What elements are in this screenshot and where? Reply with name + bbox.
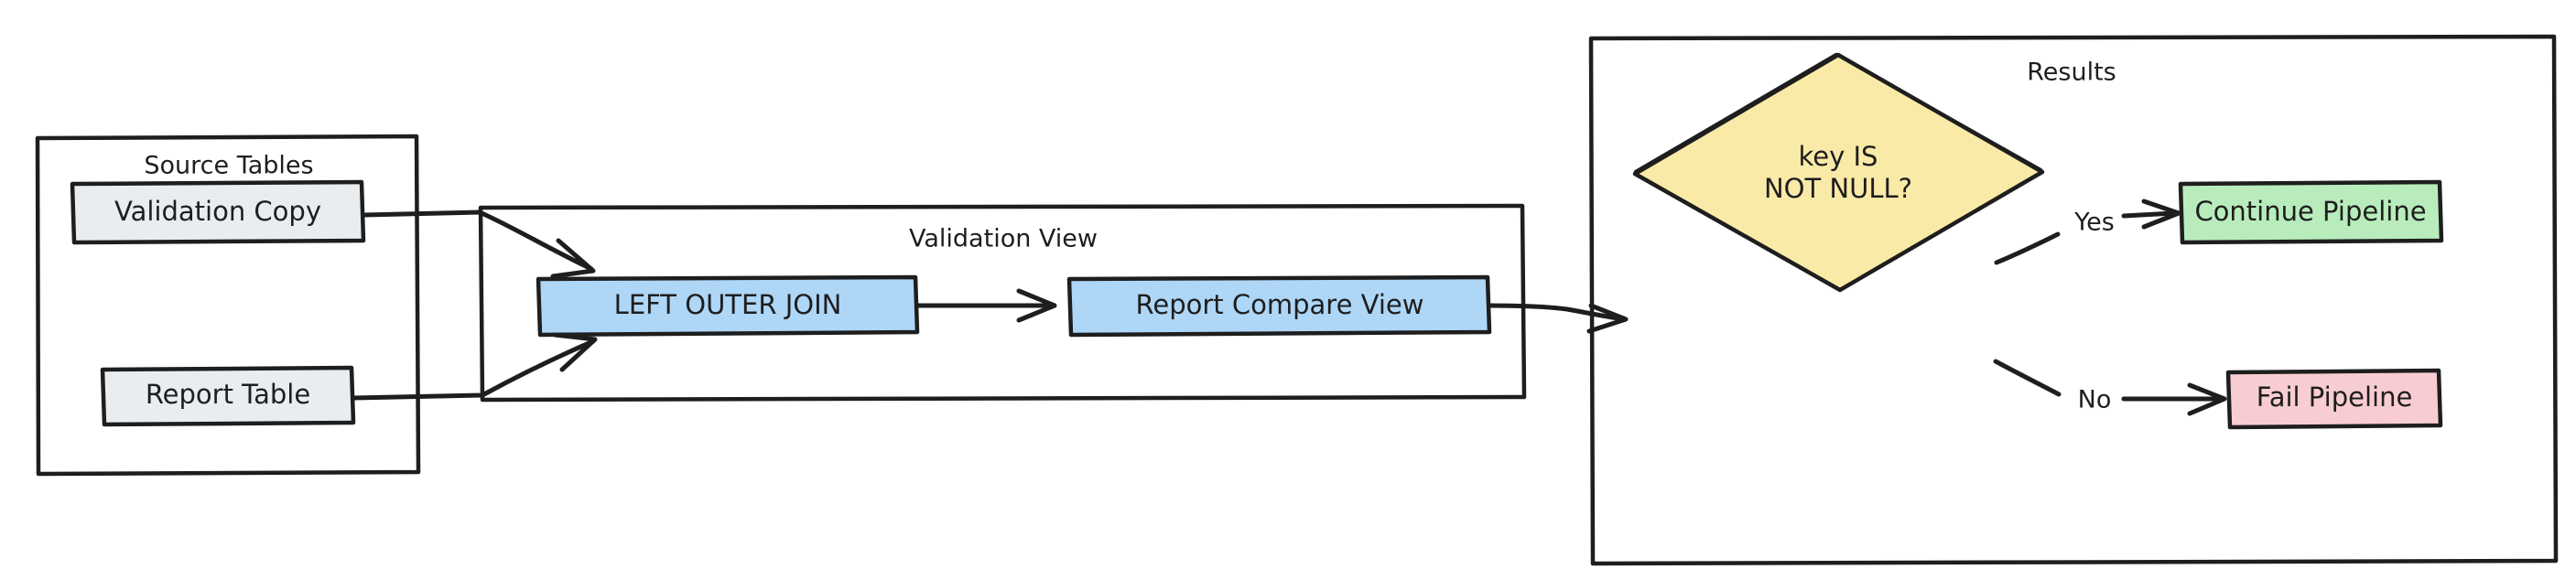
- edge-report-table-join-arrow: [552, 332, 598, 372]
- edge-compare-decision-line: [1487, 303, 1621, 321]
- edge-decision-yes-label: Yes: [2073, 209, 2115, 237]
- edge-validation-copy-join-arrow: [550, 238, 596, 279]
- edge-decision-yes-line2: [2121, 210, 2177, 219]
- node-fail-pipeline[interactable]: Fail Pipeline: [2225, 368, 2443, 430]
- edge-decision-yes: Yes: [1994, 199, 2181, 265]
- edge-decision-no-line: [1993, 359, 2062, 397]
- edge-report-table-join-line: [351, 338, 596, 401]
- fail-pipeline-label: Fail Pipeline: [2257, 381, 2413, 413]
- edge-compare-decision: [1487, 303, 1629, 334]
- node-continue-pipeline[interactable]: Continue Pipeline: [2178, 179, 2444, 245]
- edge-decision-no-arrow: [2187, 382, 2227, 416]
- validation-copy-label: Validation Copy: [114, 196, 321, 227]
- edge-join-compare: [915, 288, 1057, 323]
- report-table-label: Report Table: [146, 379, 310, 410]
- edge-decision-no-label: No: [2078, 386, 2112, 414]
- key-is-not-null-label-line1: key IS: [1799, 141, 1878, 172]
- group-validation-view: Validation View LEFT OUTER JOIN Report C…: [478, 203, 1527, 403]
- edge-compare-decision-arrow: [1586, 303, 1629, 334]
- left-outer-join-shape: [536, 274, 920, 338]
- validation-view-title: Validation View: [909, 225, 1098, 253]
- continue-pipeline-shape: [2178, 179, 2444, 245]
- edge-validation-copy-join: [361, 209, 596, 279]
- continue-pipeline-label: Continue Pipeline: [2194, 196, 2426, 227]
- edge-decision-yes-line: [1994, 231, 2061, 265]
- report-table-shape: [100, 365, 356, 427]
- edge-report-table-join: [351, 332, 598, 401]
- node-report-table[interactable]: Report Table: [100, 365, 356, 427]
- edge-decision-no: No: [1993, 359, 2227, 416]
- results-title: Results: [2027, 59, 2116, 87]
- source-tables-title: Source Tables: [144, 152, 313, 180]
- validation-copy-shape: [70, 179, 366, 245]
- validation-view-container: [478, 203, 1527, 403]
- edge-decision-yes-arrow: [2141, 199, 2181, 230]
- fail-pipeline-shape: [2225, 368, 2443, 430]
- node-validation-copy[interactable]: Validation Copy: [70, 179, 366, 245]
- edge-join-compare-arrow: [1016, 288, 1057, 323]
- node-left-outer-join[interactable]: LEFT OUTER JOIN: [536, 274, 920, 338]
- node-key-is-not-null-render[interactable]: key IS NOT NULL?: [1632, 52, 2045, 293]
- edge-validation-copy-join-line: [361, 209, 594, 272]
- report-compare-view-shape: [1066, 274, 1492, 338]
- node-report-compare-view[interactable]: Report Compare View: [1066, 274, 1492, 338]
- key-is-not-null-diamond: [1632, 52, 2045, 293]
- group-source-tables: Source Tables Validation Copy Report Tab…: [35, 134, 421, 477]
- left-outer-join-label: LEFT OUTER JOIN: [614, 289, 842, 320]
- key-is-not-null-label-line2: NOT NULL?: [1764, 173, 1912, 204]
- report-compare-view-label: Report Compare View: [1136, 289, 1424, 320]
